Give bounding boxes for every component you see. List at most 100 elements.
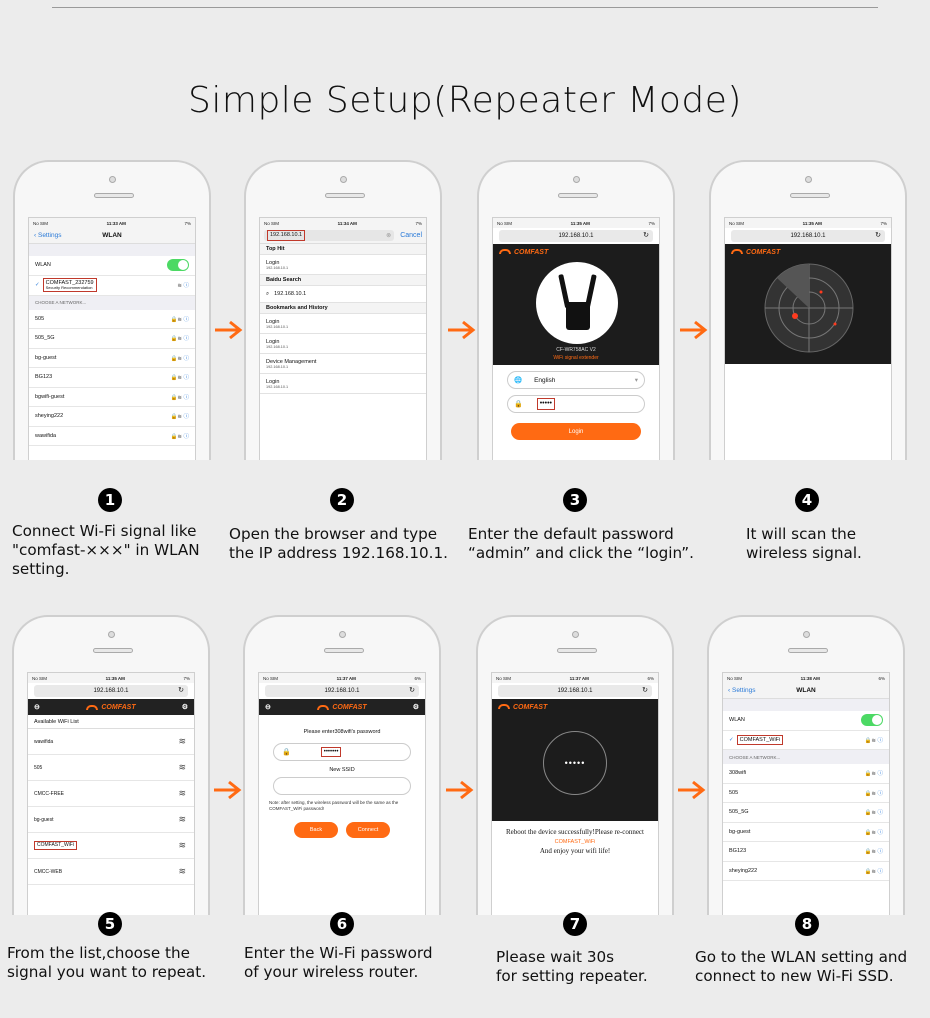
network-row[interactable]: 505🔒≋ ⓘ xyxy=(29,309,195,329)
wifi-signal-icon: ≋ xyxy=(178,736,186,746)
wifi-list-item[interactable]: COMFAST_WiFi≋ xyxy=(28,833,194,859)
wifi-signal-icon: ≋ xyxy=(178,814,186,824)
url-bar[interactable]: 192.168.10.1↻ xyxy=(34,685,188,697)
wlan-toggle[interactable] xyxy=(167,259,189,272)
camera-icon xyxy=(109,176,116,183)
cancel-button[interactable]: Cancel xyxy=(400,232,422,239)
network-row[interactable]: BG123🔒≋ ⓘ xyxy=(29,368,195,388)
network-row[interactable]: bg-guest🔒≋ ⓘ xyxy=(723,822,889,842)
wifi-list-item[interactable]: CMCC-FREE≋ xyxy=(28,781,194,807)
network-row[interactable]: bg-guest🔒≋ ⓘ xyxy=(29,348,195,368)
wlan-toggle-row: WLAN xyxy=(29,256,195,276)
lock-wifi-info-icon: 🔒≋ ⓘ xyxy=(170,414,189,421)
back-icon[interactable]: ⊖ xyxy=(265,704,271,711)
lock-wifi-info-icon: 🔒≋ ⓘ xyxy=(864,810,883,817)
arrow-right-icon xyxy=(448,320,476,340)
section-header: CHOOSE A NETWORK... xyxy=(29,295,195,310)
gear-icon[interactable]: ⚙ xyxy=(412,704,419,711)
reload-icon[interactable]: ↻ xyxy=(643,232,649,239)
wifi-list-item[interactable]: bg-guest≋ xyxy=(28,807,194,833)
reload-icon[interactable]: ↻ xyxy=(642,687,648,694)
wifi-signal-icon: ≋ xyxy=(178,762,186,772)
language-select[interactable]: 🌐English▾ xyxy=(507,371,645,389)
chevron-down-icon: ▾ xyxy=(634,377,638,384)
url-input[interactable]: 192.168.10.1⊗ xyxy=(264,230,395,241)
connect-button[interactable]: Connect xyxy=(346,821,390,838)
network-row[interactable]: BG123🔒≋ ⓘ xyxy=(723,842,889,862)
network-row[interactable]: sheying222🔒≋ ⓘ xyxy=(723,861,889,881)
wlan-toggle[interactable] xyxy=(861,714,883,727)
step-caption-7: Please wait 30s for setting repeater. xyxy=(496,948,648,985)
reload-icon[interactable]: ↻ xyxy=(875,232,881,239)
checkmark-icon: ✓ xyxy=(35,282,40,288)
network-row[interactable]: 505🔒≋ ⓘ xyxy=(723,783,889,803)
step-number-3: 3 xyxy=(563,488,587,512)
password-prompt: Please enter308wifi's password xyxy=(303,729,381,735)
lock-wifi-info-icon: 🔒≋ ⓘ xyxy=(864,737,883,744)
network-row[interactable]: 505_5G🔒≋ ⓘ xyxy=(723,803,889,823)
network-row[interactable]: sheying222🔒≋ ⓘ xyxy=(29,407,195,427)
url-bar[interactable]: 192.168.10.1↻ xyxy=(499,230,653,242)
url-bar[interactable]: 192.168.10.1↻ xyxy=(265,685,419,697)
note-text: Note: after setting, the wireless passwo… xyxy=(269,800,399,812)
ssid-field[interactable] xyxy=(273,777,411,795)
wifi-signal-icon: ≋ xyxy=(178,840,186,850)
url-bar[interactable]: 192.168.10.1↻ xyxy=(498,685,652,697)
network-row[interactable]: 308wifi🔒≋ ⓘ xyxy=(723,764,889,784)
back-icon[interactable]: ⊖ xyxy=(34,704,40,711)
gear-icon[interactable]: ⚙ xyxy=(181,704,188,711)
network-row[interactable]: bgwifi-guest🔒≋ ⓘ xyxy=(29,387,195,407)
app-header: ⊖COMFAST⚙ xyxy=(28,699,194,715)
step-caption-5: From the list,choose the signal you want… xyxy=(7,944,207,981)
back-button[interactable]: Back xyxy=(294,821,338,838)
lock-wifi-info-icon: 🔒≋ ⓘ xyxy=(170,316,189,323)
loading-spinner: ••••• xyxy=(543,731,607,795)
product-subtitle: WiFi signal extender xyxy=(553,355,599,361)
network-row[interactable]: wawifida🔒≋ ⓘ xyxy=(29,426,195,446)
password-field[interactable]: 🔒••••• xyxy=(507,395,645,413)
url-bar[interactable]: 192.168.10.1↻ xyxy=(731,230,885,242)
network-row[interactable]: 505_5G🔒≋ ⓘ xyxy=(29,329,195,349)
speaker-grille xyxy=(324,648,364,653)
wifi-list-item[interactable]: CMCC-WEB≋ xyxy=(28,859,194,885)
step-number-1: 1 xyxy=(98,488,122,512)
login-button[interactable]: Login xyxy=(511,423,641,440)
speaker-grille xyxy=(790,193,830,198)
lock-icon: 🔒 xyxy=(514,401,523,408)
reboot-panel: COMFAST ••••• xyxy=(492,699,658,821)
wifi-password-field[interactable]: 🔒••••••• xyxy=(273,743,411,761)
suggestion-section: Baidu Search xyxy=(260,275,426,286)
search-suggestion[interactable]: ⌕192.168.10.1 xyxy=(260,286,426,303)
wifi-list-item[interactable]: wawifida≋ xyxy=(28,729,194,755)
product-image xyxy=(536,262,618,344)
wifi-list-item[interactable]: 505≋ xyxy=(28,755,194,781)
reload-icon[interactable]: ↻ xyxy=(409,687,415,694)
lock-wifi-info-icon: 🔒≋ ⓘ xyxy=(864,771,883,778)
camera-icon xyxy=(339,631,346,638)
reboot-message: Reboot the device successfully!Please re… xyxy=(505,828,644,836)
clear-icon[interactable]: ⊗ xyxy=(386,233,392,239)
reload-icon[interactable]: ↻ xyxy=(178,687,184,694)
back-button[interactable]: ‹ Settings xyxy=(728,687,756,694)
back-button[interactable]: ‹ Settings xyxy=(34,232,62,239)
nav-title: WLAN xyxy=(102,232,122,239)
connected-network[interactable]: ✓COMFAST_WiFi🔒≋ ⓘ xyxy=(723,730,889,750)
speaker-grille xyxy=(93,648,133,653)
arrow-right-icon xyxy=(215,320,243,340)
